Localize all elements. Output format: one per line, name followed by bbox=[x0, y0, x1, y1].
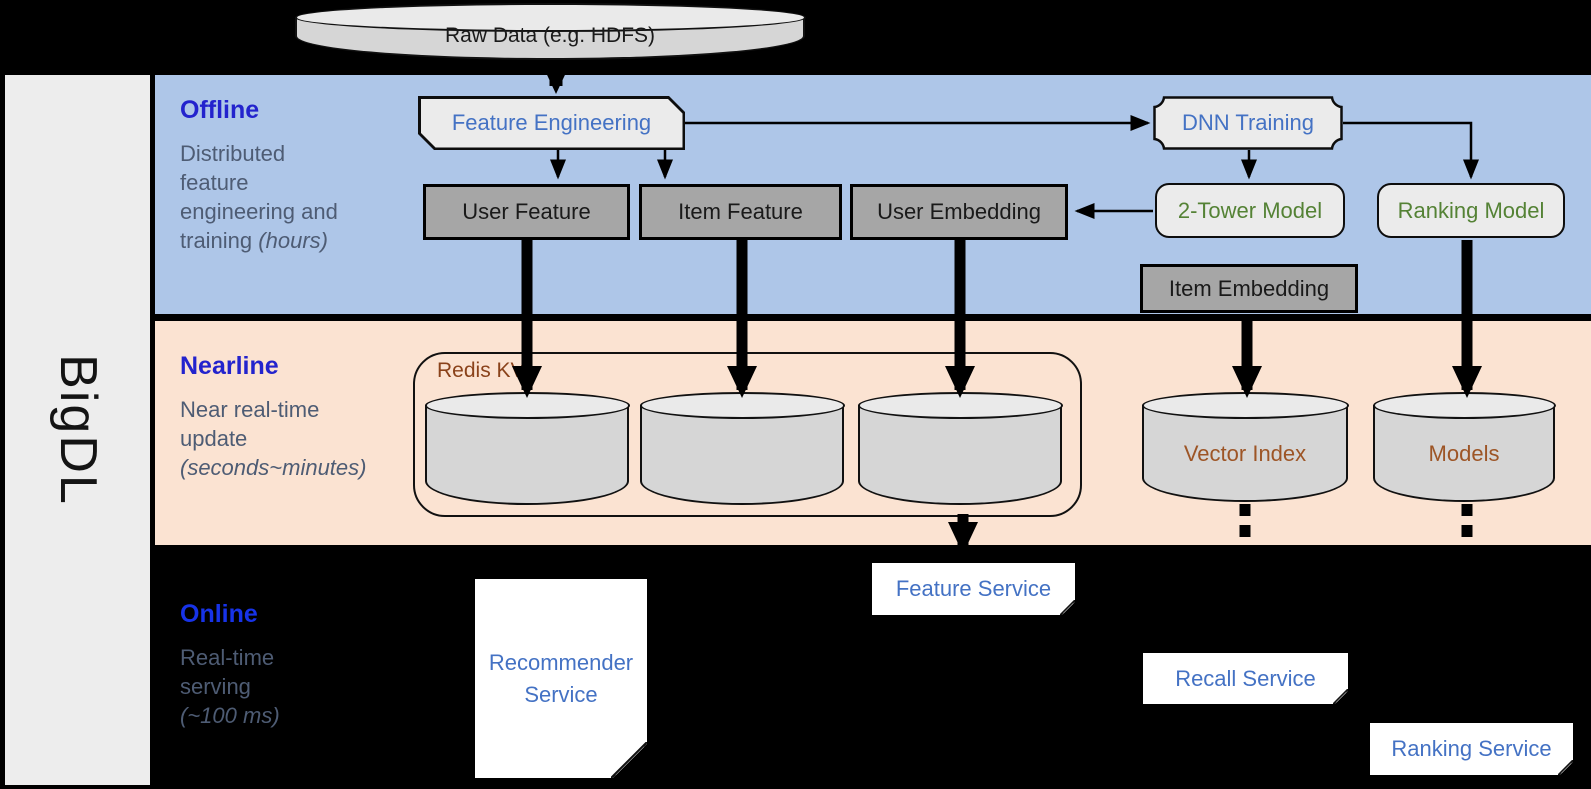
user-feature-label: User Feature bbox=[462, 199, 591, 224]
raw-data-label: Raw Data (e.g. HDFS) bbox=[444, 23, 656, 47]
page-fold-icon bbox=[1060, 600, 1075, 615]
redis-kv-label: Redis KV bbox=[437, 359, 525, 382]
online-section-label: Online Real-time serving (~100 ms) bbox=[180, 600, 438, 730]
nearline-subtitle: Near real-time update (seconds~minutes) bbox=[180, 397, 367, 481]
models-cylinder: Models bbox=[1372, 392, 1556, 502]
online-subtitle: Real-time serving (~100 ms) bbox=[180, 645, 280, 729]
ranking-service-node: Ranking Service bbox=[1370, 723, 1573, 775]
nearline-title: Nearline bbox=[180, 352, 279, 380]
raw-data-store: Raw Data (e.g. HDFS) bbox=[294, 3, 806, 60]
vector-index-cylinder: Vector Index bbox=[1141, 392, 1349, 502]
models-label: Models bbox=[1428, 440, 1500, 466]
page-fold-icon bbox=[1558, 760, 1573, 775]
nearline-section-label: Nearline Near real-time update (seconds~… bbox=[180, 352, 438, 482]
redis-shard-cylinder-1 bbox=[424, 392, 630, 505]
offline-section-label: Offline Distributed feature engineering … bbox=[180, 96, 438, 255]
redis-shard-cylinder-3 bbox=[857, 392, 1063, 505]
recommender-service-node: Recommender Service bbox=[475, 579, 647, 778]
vector-index-label: Vector Index bbox=[1183, 440, 1307, 466]
dnn-training-node: DNN Training bbox=[1153, 96, 1343, 150]
two-tower-model-node: 2-Tower Model bbox=[1155, 183, 1345, 238]
feature-service-label: Feature Service bbox=[895, 576, 1052, 601]
item-feature-node: Item Feature bbox=[639, 184, 842, 240]
redis-shard-cylinder-2 bbox=[639, 392, 845, 505]
ranking-model-node: Ranking Model bbox=[1377, 183, 1565, 238]
recall-service-node: Recall Service bbox=[1143, 653, 1348, 704]
user-feature-node: User Feature bbox=[423, 184, 630, 240]
page-fold-icon bbox=[611, 742, 647, 778]
two-tower-model-label: 2-Tower Model bbox=[1177, 197, 1323, 223]
bigdl-label: BigDL bbox=[48, 354, 107, 506]
item-embedding-label: Item Embedding bbox=[1168, 275, 1330, 301]
recall-service-label: Recall Service bbox=[1175, 665, 1316, 691]
plaque-shape bbox=[1153, 96, 1343, 150]
redis-kv-container: Redis KV bbox=[413, 352, 1082, 517]
bigdl-sidebar: BigDL bbox=[5, 75, 150, 785]
item-feature-label: Item Feature bbox=[678, 199, 803, 224]
dnn-training-label: DNN Training bbox=[1181, 110, 1315, 135]
item-embedding-node: Item Embedding bbox=[1140, 264, 1358, 313]
page-fold-icon bbox=[1333, 689, 1348, 704]
feature-engineering-label: Feature Engineering bbox=[451, 110, 652, 135]
recommender-service-label: Recommender Service bbox=[488, 649, 634, 707]
ranking-service-label: Ranking Service bbox=[1391, 736, 1552, 761]
offline-subtitle: Distributed feature engineering and trai… bbox=[180, 141, 338, 254]
offline-title: Offline bbox=[180, 96, 260, 124]
user-embedding-label: User Embedding bbox=[877, 199, 1041, 224]
user-embedding-node: User Embedding bbox=[850, 184, 1068, 240]
feature-service-node: Feature Service bbox=[872, 563, 1075, 615]
online-title: Online bbox=[180, 600, 258, 628]
feature-engineering-node: Feature Engineering bbox=[418, 96, 685, 150]
ranking-model-label: Ranking Model bbox=[1397, 197, 1545, 223]
